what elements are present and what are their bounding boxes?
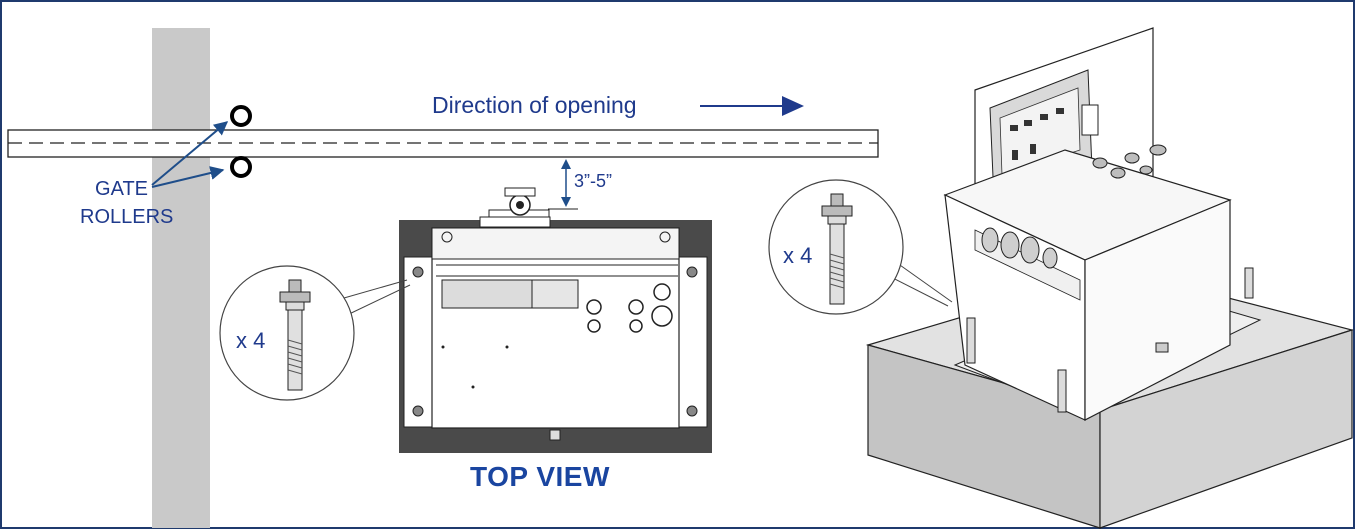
clearance-dimension [548, 159, 578, 210]
control-board [441, 279, 533, 309]
bolt-hole [412, 266, 424, 278]
top-view-operator [399, 187, 712, 453]
concrete-pad-side [1099, 329, 1353, 529]
bolt-hole [686, 405, 698, 417]
anchor-quantity-label-left: x 4 [236, 328, 266, 353]
rollers-label: ROLLERS [80, 206, 174, 228]
clearance-measurement-label: 3”-5” [574, 171, 613, 191]
housing-side [1084, 199, 1231, 421]
roller-pointer-arrow-top [151, 121, 229, 186]
anchor-quantity-label-right: x 4 [783, 243, 813, 268]
anchor-bolt-detail-left [219, 265, 411, 401]
gate-rollers-label: GATE ROLLERS [80, 175, 174, 231]
motor-cover [431, 227, 680, 260]
gate-label: GATE [95, 178, 148, 200]
drive-sprocket [479, 187, 551, 228]
gate-track [7, 129, 879, 158]
bolt-hole [412, 405, 424, 417]
direction-of-opening-label: Direction of opening [432, 92, 637, 118]
isometric-operator [865, 27, 1355, 529]
gate-roller-top [230, 105, 252, 127]
roller-pointer-arrow-bottom [151, 166, 225, 188]
gate-roller-bottom [230, 156, 252, 178]
direction-arrow-head [782, 96, 804, 116]
gate-post [152, 28, 210, 528]
top-view-title: TOP VIEW [470, 461, 610, 492]
bolt-hole [686, 266, 698, 278]
anchor-bolt-detail-right [768, 179, 953, 315]
